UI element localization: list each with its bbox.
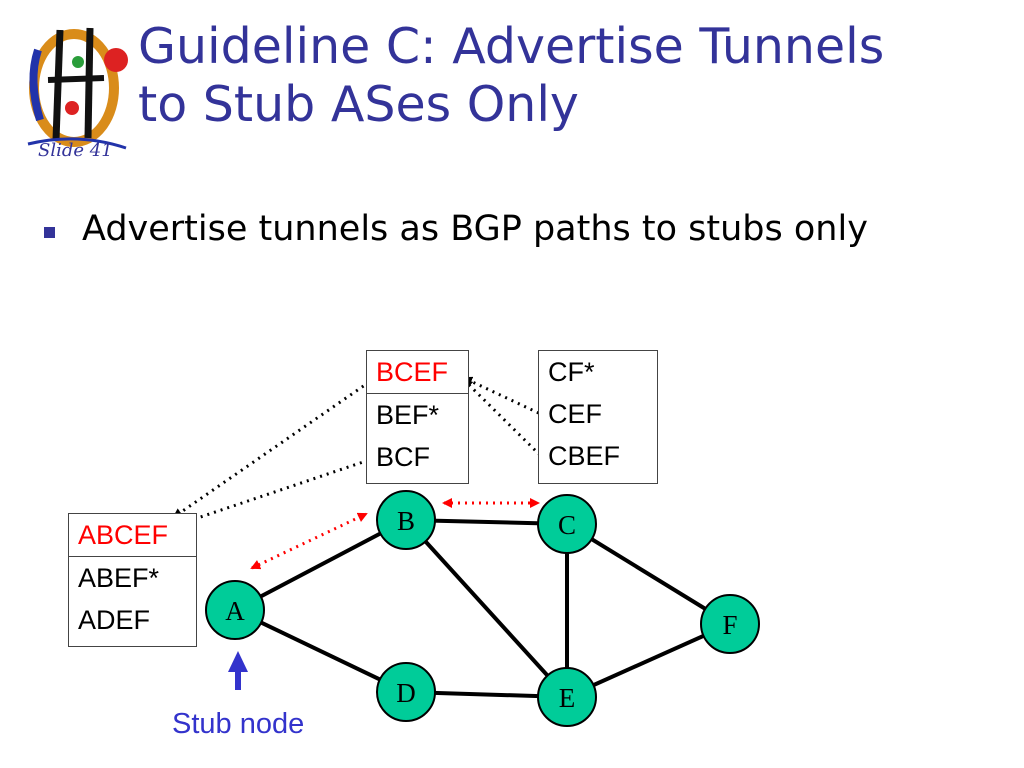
edge-b-e <box>404 518 569 699</box>
graph-edges <box>234 518 732 699</box>
table-row: BEF* <box>376 400 440 430</box>
edge-c-f <box>565 522 732 626</box>
table-row-highlight: ABCEF <box>69 514 196 557</box>
arrow-cbef-to-b <box>462 378 547 462</box>
table-row-highlight: BCEF <box>367 351 468 394</box>
arrow-bcef-to-a <box>172 376 376 519</box>
node-d <box>376 662 436 722</box>
node-f <box>700 594 760 654</box>
table-row: BCF <box>376 442 430 472</box>
node-e-label: E <box>559 683 576 713</box>
node-e <box>537 667 597 727</box>
table-row: ABEF* <box>78 563 160 593</box>
node-a-label: A <box>225 596 245 626</box>
bullet-square-icon <box>44 227 55 238</box>
page-title: Guideline C: Advertise Tunnels to Stub A… <box>138 18 1018 134</box>
arrow-cef-to-b <box>462 376 546 418</box>
advertisement-arrows <box>172 376 547 529</box>
node-b <box>376 490 436 550</box>
arrow-bcf-to-a <box>172 456 376 529</box>
table-row: CEF <box>548 399 602 429</box>
node-c-label: C <box>558 510 576 540</box>
title-line-1: Guideline C: Advertise Tunnels <box>138 18 885 75</box>
node-a <box>205 580 265 640</box>
title-line-2: to Stub ASes Only <box>138 76 579 133</box>
stub-node-label: Stub node <box>172 708 305 740</box>
red-arrow-a-b <box>250 512 368 570</box>
bullet-text: Advertise tunnels as BGP paths to stubs … <box>82 209 868 249</box>
table-row: ADEF <box>78 605 151 635</box>
stub-arrow-icon <box>228 651 248 690</box>
red-exchange-arrows <box>250 498 540 570</box>
routing-table-c: CF* CEF CBEF <box>538 350 658 484</box>
slide-number-label: Slide 41 <box>38 140 113 161</box>
edge-a-d <box>234 608 407 694</box>
logo-graphic <box>27 27 128 150</box>
node-b-label: B <box>397 506 415 536</box>
graph-nodes <box>205 490 760 727</box>
table-row: CF* <box>548 357 595 387</box>
routing-table-a: ABCEF ABEF* ADEF <box>68 513 197 647</box>
routing-table-b: BCEF BEF* BCF <box>366 350 469 484</box>
table-row: CBEF <box>548 441 621 471</box>
node-d-label: D <box>396 678 416 708</box>
node-c <box>537 494 597 554</box>
node-f-label: F <box>722 610 737 640</box>
